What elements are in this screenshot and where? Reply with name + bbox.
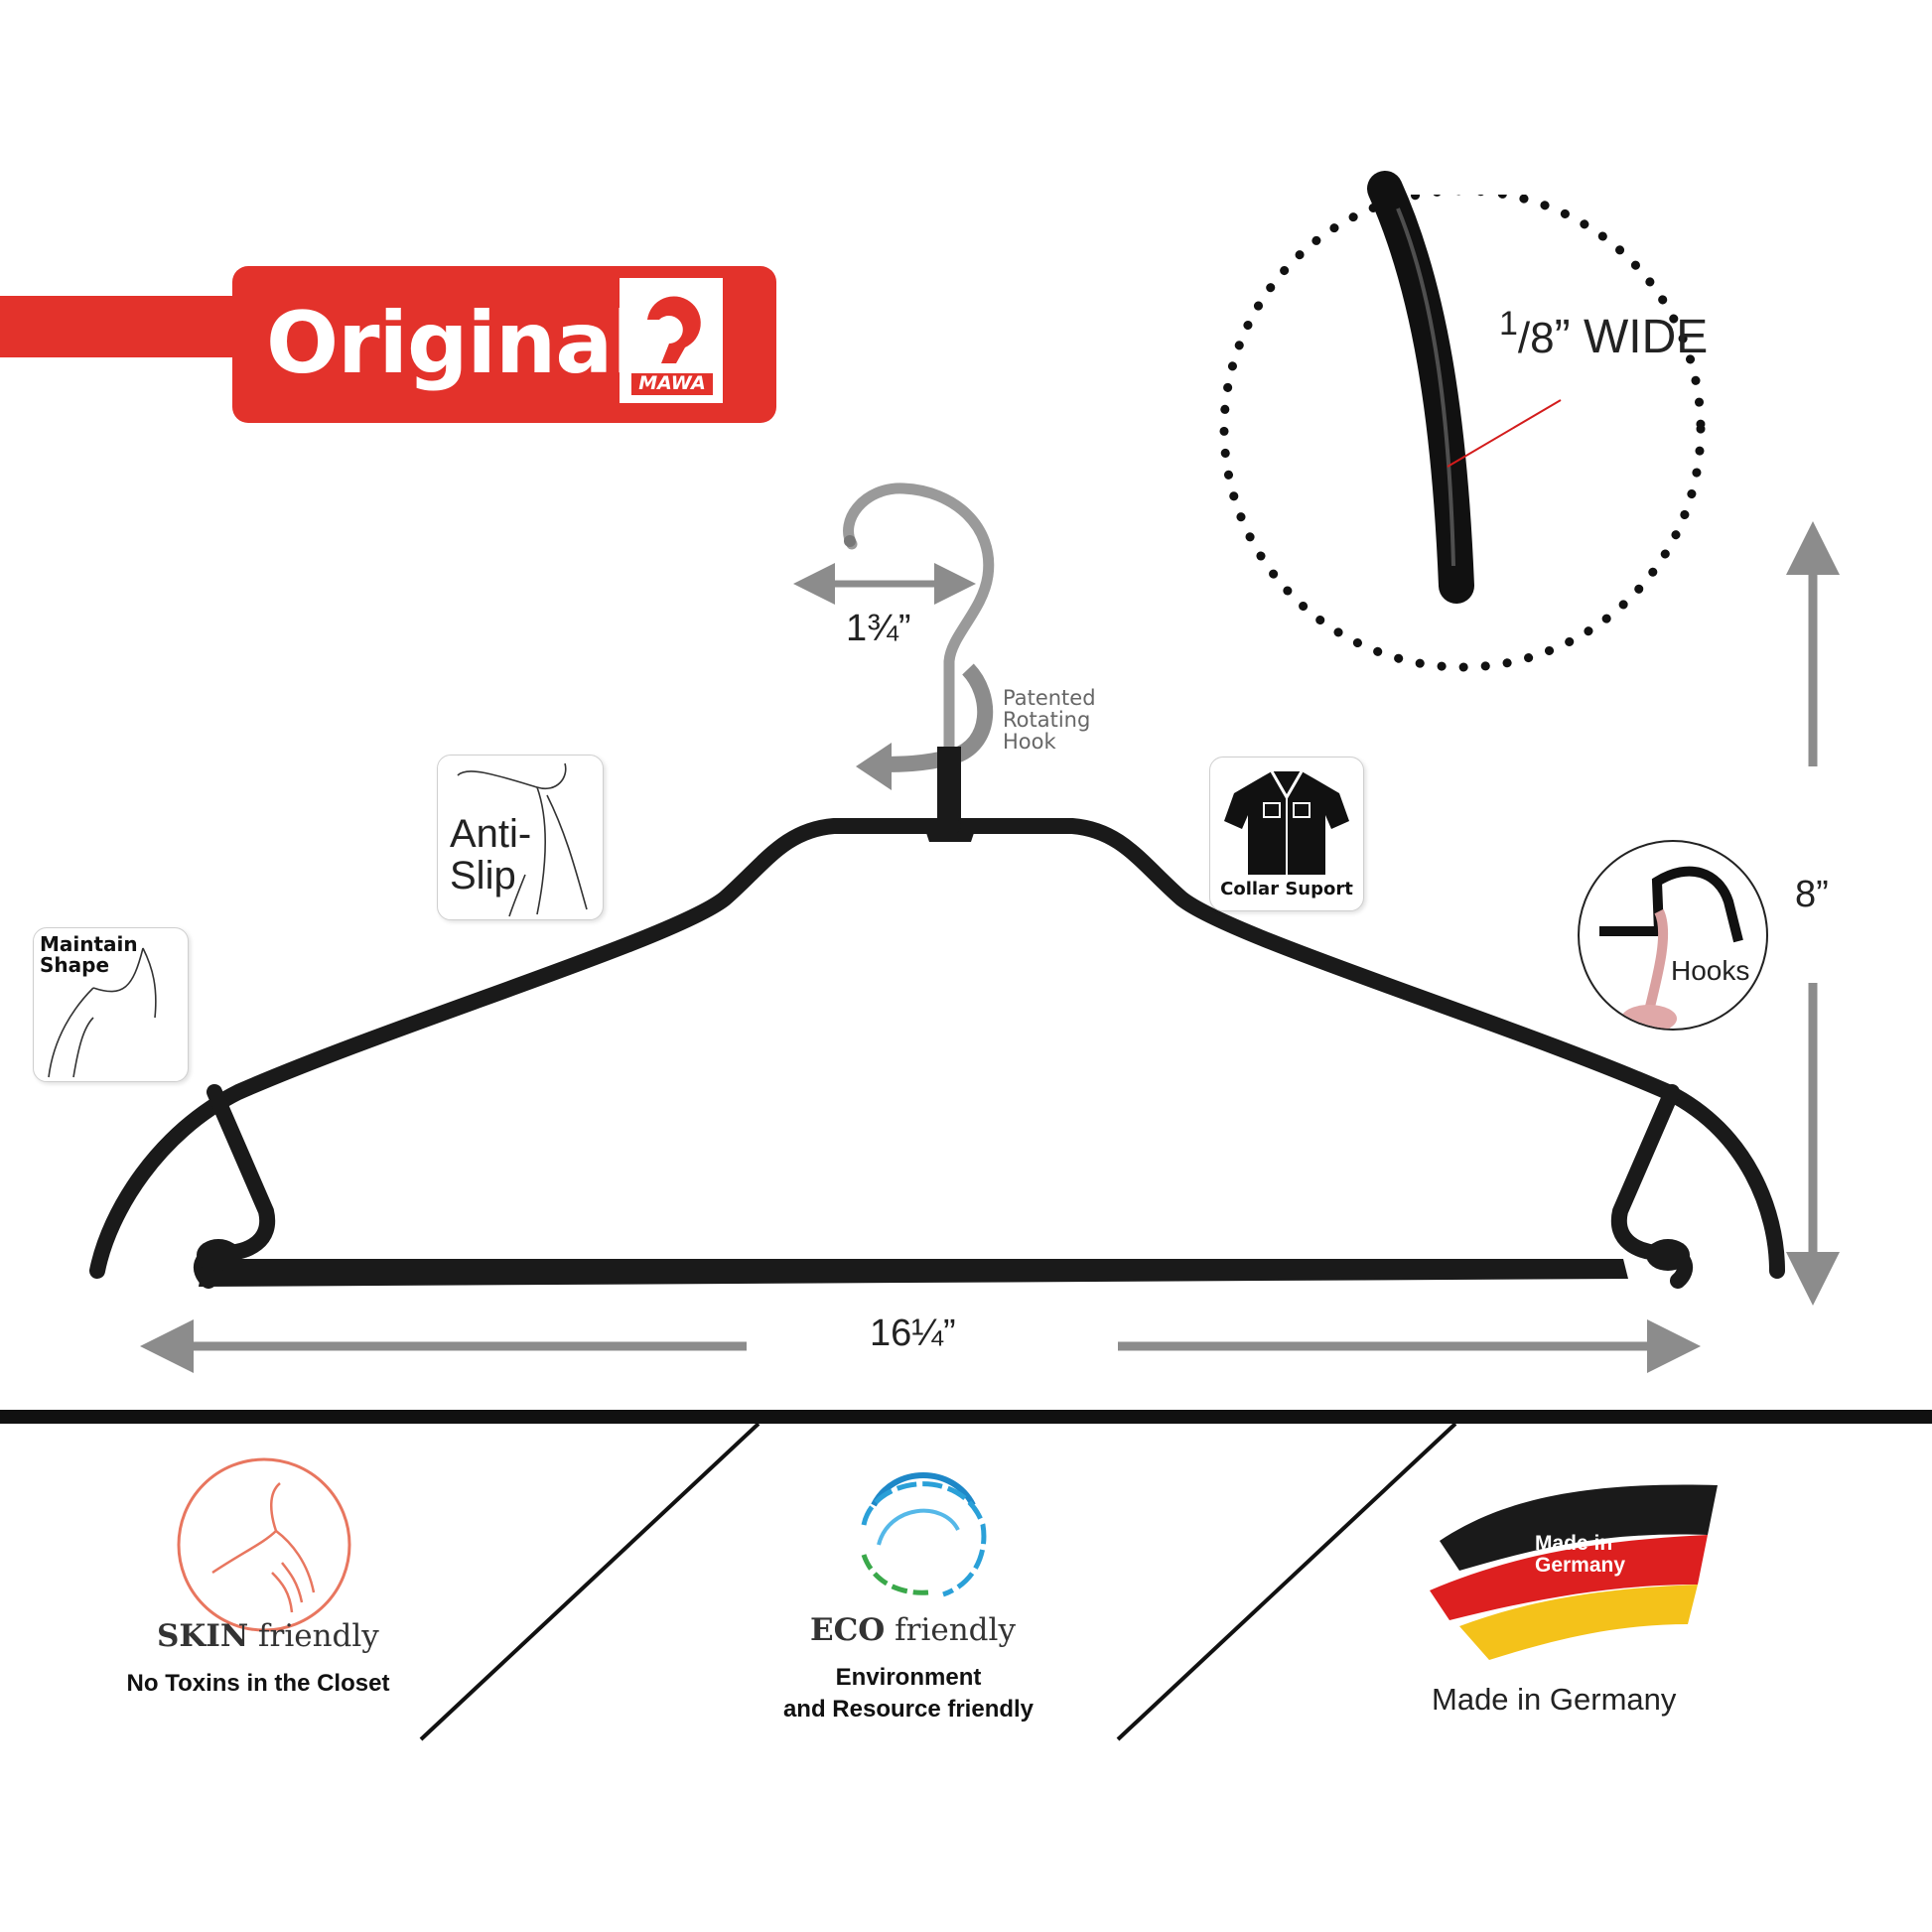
- maintain-shape-card: Maintain Shape: [33, 927, 189, 1082]
- eco-friendly-subtitle: Environment and Resource friendly: [782, 1664, 1035, 1723]
- hook-width-label: 1¾”: [846, 608, 911, 649]
- germany-flag-icon: [1430, 1484, 1718, 1660]
- wire-closeup: [1367, 171, 1474, 604]
- divider-diagonal-2: [1116, 1422, 1457, 1741]
- section-divider: [0, 1410, 1932, 1424]
- anti-slip-line-2: Slip: [450, 854, 516, 897]
- rotating-hook-label: Patented Rotating Hook: [1003, 686, 1096, 754]
- wire-width-pointer: [1447, 399, 1562, 468]
- height-label: 8”: [1795, 874, 1829, 915]
- skin-friendly-title: SKIN friendly: [157, 1618, 379, 1654]
- maintain-shape-line-1: Maintain: [40, 932, 138, 956]
- maintain-shape-line-2: Shape: [40, 953, 110, 977]
- logo-text: MAWA: [638, 372, 706, 394]
- made-in-germany-label: Made in Germany: [1432, 1682, 1677, 1717]
- badge-label: Original: [266, 294, 641, 393]
- anti-slip-card: Anti- Slip: [437, 755, 604, 920]
- eco-friendly-title: ECO friendly: [810, 1612, 1016, 1648]
- anti-slip-line-1: Anti-: [450, 812, 532, 856]
- length-label: 16¼”: [870, 1312, 956, 1354]
- divider-diagonal-1: [419, 1422, 760, 1741]
- flag-text: Made in Germany: [1535, 1532, 1626, 1577]
- hanger-bar: [199, 1259, 1628, 1287]
- skin-friendly-subtitle: No Toxins in the Closet: [126, 1670, 390, 1697]
- eco-friendly-icon: [861, 1472, 987, 1597]
- skin-friendly-icon: [177, 1457, 351, 1632]
- mawa-logo-icon: [631, 296, 713, 395]
- hooks-detail-circle: Hooks: [1578, 840, 1768, 1031]
- rotation-arrow-icon: [878, 663, 994, 772]
- anti-slip-icon: [457, 762, 588, 917]
- collar-support-label: Collar Suport: [1220, 879, 1353, 899]
- hanger-hook: [843, 483, 995, 760]
- shirt-shoulder-icon: [48, 947, 157, 1078]
- hanger: [89, 483, 1785, 1289]
- hanger-hook-detail-icon: [1599, 866, 1743, 1029]
- wire-width-label: 1/8” WIDE: [1499, 305, 1709, 363]
- shirt-icon: [1224, 770, 1349, 875]
- collar-support-card: Collar Suport: [1209, 757, 1364, 911]
- hooks-label: Hooks: [1671, 955, 1750, 986]
